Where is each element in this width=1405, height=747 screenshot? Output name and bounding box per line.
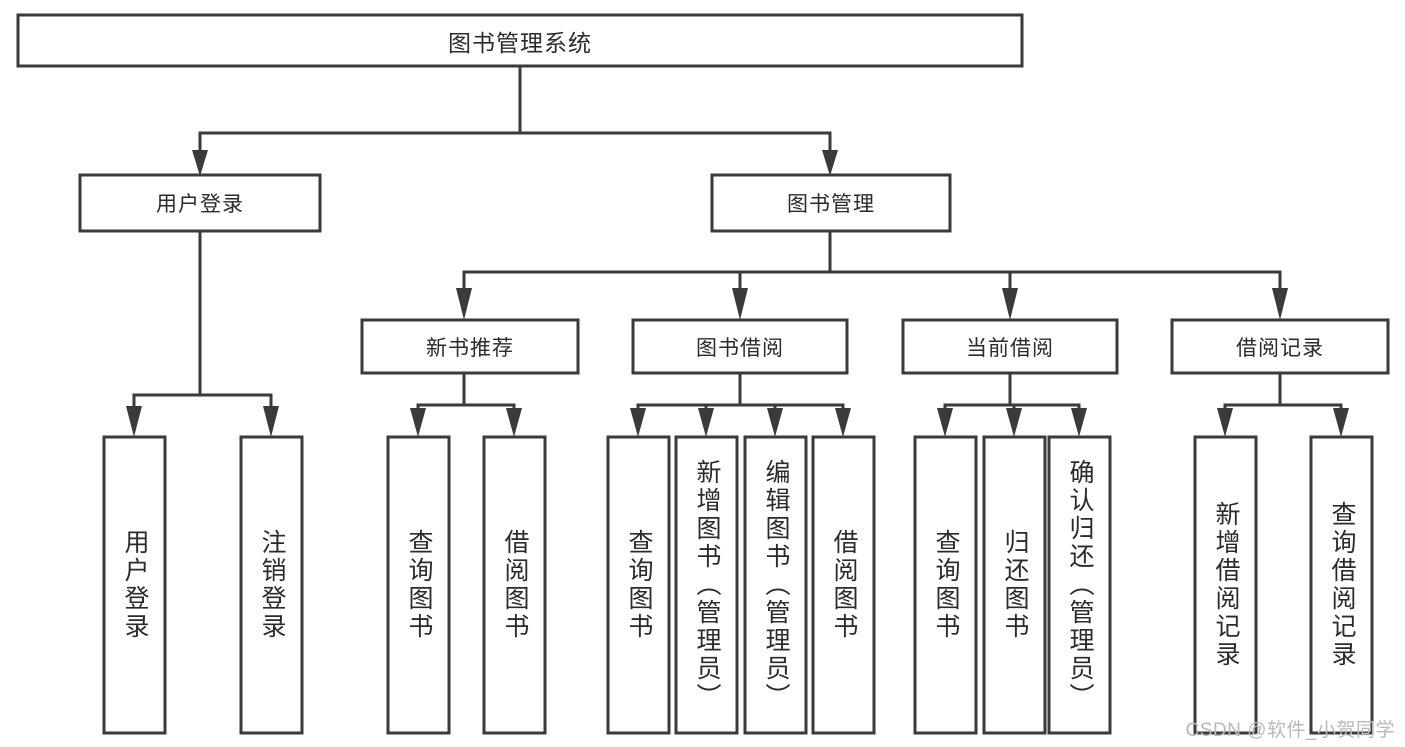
arrow-head-new-book-rec: [456, 288, 472, 320]
node-box-book-manage[interactable]: [710, 173, 952, 233]
csdn-watermark: CSDN @软件_小贺同学: [1185, 720, 1395, 741]
node-box-current-borrow[interactable]: [901, 318, 1119, 375]
arrow-head-leaf-query-book-1: [410, 408, 426, 437]
node-box-leaf-user-login[interactable]: [102, 435, 167, 735]
node-box-leaf-query-book-2[interactable]: [606, 435, 671, 735]
node-box-leaf-query-record[interactable]: [1309, 435, 1374, 735]
arrow-head-leaf-query-record: [1333, 408, 1349, 437]
node-box-leaf-edit-book[interactable]: [743, 435, 808, 735]
arrow-head-book-borrow: [732, 288, 748, 320]
node-box-new-book-rec[interactable]: [360, 318, 580, 375]
node-box-leaf-query-book-1[interactable]: [386, 435, 451, 735]
node-box-book-borrow[interactable]: [631, 318, 849, 375]
arrow-head-leaf-add-book: [698, 408, 714, 437]
node-box-leaf-add-record[interactable]: [1193, 435, 1258, 735]
node-boxes: [16, 13, 1390, 735]
arrow-head-leaf-logout: [263, 406, 279, 437]
node-box-root[interactable]: [16, 13, 1024, 68]
arrow-head-bookmanage: [822, 150, 838, 176]
node-box-leaf-logout[interactable]: [239, 435, 304, 735]
node-box-leaf-return-book[interactable]: [982, 435, 1047, 735]
connectors: [126, 64, 1349, 437]
arrow-head-borrow-record: [1272, 288, 1288, 320]
arrow-head-current-borrow: [1002, 288, 1018, 320]
node-box-leaf-query-book-3[interactable]: [913, 435, 978, 735]
arrow-head-leaf-query-book-3: [937, 408, 953, 437]
node-box-leaf-borrow-book-1[interactable]: [482, 435, 547, 735]
arrow-head-leaf-confirm-return: [1071, 408, 1087, 437]
arrow-head-leaf-edit-book: [767, 408, 783, 437]
node-box-leaf-borrow-book-2[interactable]: [811, 435, 876, 735]
node-box-borrow-record[interactable]: [1170, 318, 1390, 375]
arrow-head-leaf-return-book: [1006, 408, 1022, 437]
arrow-head-leaf-add-record: [1217, 408, 1233, 437]
node-box-leaf-confirm-return[interactable]: [1047, 435, 1112, 735]
arrow-head-leaf-borrow-book-1: [506, 408, 522, 437]
arrow-head-leaf-borrow-book-2: [835, 408, 851, 437]
node-box-leaf-add-book[interactable]: [674, 435, 739, 735]
arrow-head-userlogin: [192, 150, 208, 176]
node-box-user-login[interactable]: [78, 173, 322, 233]
arrow-head-leaf-user-login: [126, 406, 142, 437]
arrow-head-leaf-query-book-2: [630, 408, 646, 437]
